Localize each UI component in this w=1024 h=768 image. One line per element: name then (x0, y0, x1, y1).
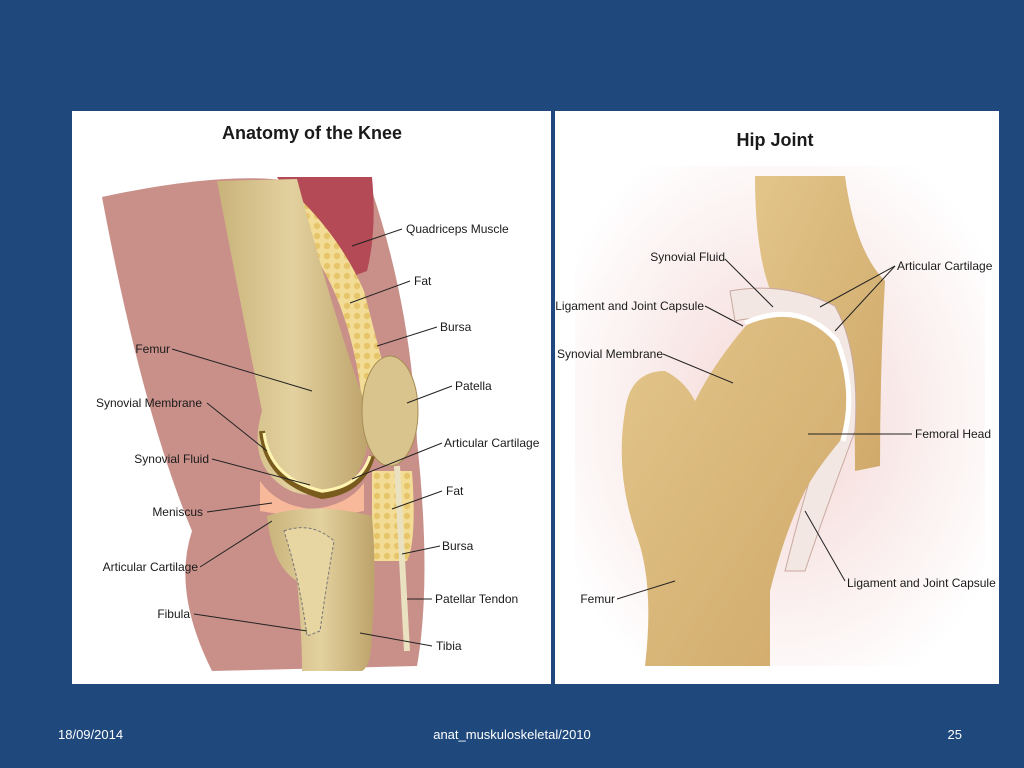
label-ligament-joint-capsule-lower: Ligament and Joint Capsule (847, 576, 996, 590)
knee-diagram: Anatomy of the Knee (96, 123, 540, 671)
label-fibula: Fibula (157, 607, 190, 621)
label-meniscus: Meniscus (152, 505, 203, 519)
label-articular-cartilage: Articular Cartilage (897, 259, 993, 273)
hip-diagram-panel: Hip Joint Synovial Fluid Articular Carti… (555, 111, 999, 684)
label-patellar-tendon: Patellar Tendon (435, 592, 518, 606)
hip-diagram: Hip Joint Synovial Fluid Articular Carti… (555, 130, 996, 666)
label-fat-upper: Fat (414, 274, 432, 288)
articular-cartilage-shape (744, 311, 852, 442)
label-bursa-lower: Bursa (442, 539, 474, 553)
label-synovial-fluid: Synovial Fluid (134, 452, 209, 466)
label-tibia: Tibia (436, 639, 462, 653)
hip-title: Hip Joint (737, 130, 814, 150)
label-patella: Patella (455, 379, 492, 393)
page-number: 25 (947, 727, 962, 742)
label-bursa-upper: Bursa (440, 320, 472, 334)
label-femur: Femur (135, 342, 170, 356)
hip-leader-lines (616, 258, 912, 600)
label-synovial-fluid: Synovial Fluid (650, 250, 725, 264)
label-synovial-membrane: Synovial Membrane (96, 396, 202, 410)
knee-leader-lines (171, 228, 453, 647)
articular-cartilage-shape (262, 432, 372, 493)
fibula-shape (283, 527, 335, 637)
label-quadriceps-muscle: Quadriceps Muscle (406, 222, 509, 236)
meniscus-shape (260, 481, 364, 516)
patella-shape (361, 355, 419, 467)
label-ligament-joint-capsule-upper: Ligament and Joint Capsule (555, 299, 704, 313)
femur-shape (217, 179, 369, 495)
knee-diagram-panel: Anatomy of the Knee (72, 111, 551, 684)
label-fat-lower: Fat (446, 484, 464, 498)
fat-lower-shape (372, 471, 414, 561)
synovial-membrane-shape (259, 430, 375, 500)
label-synovial-membrane: Synovial Membrane (557, 347, 663, 361)
patellar-tendon-shape (394, 465, 410, 652)
knee-title: Anatomy of the Knee (222, 123, 402, 143)
label-femur: Femur (580, 592, 615, 606)
fat-upper-shape (302, 201, 390, 401)
label-articular-cartilage-right: Articular Cartilage (444, 436, 540, 450)
label-articular-cartilage-left: Articular Cartilage (103, 560, 199, 574)
pelvis-shape (755, 176, 885, 471)
femur-shape (621, 314, 847, 666)
label-femoral-head: Femoral Head (915, 427, 991, 441)
footer-title: anat_muskuloskeletal/2010 (433, 727, 591, 742)
footer-date: 18/09/2014 (58, 727, 124, 742)
